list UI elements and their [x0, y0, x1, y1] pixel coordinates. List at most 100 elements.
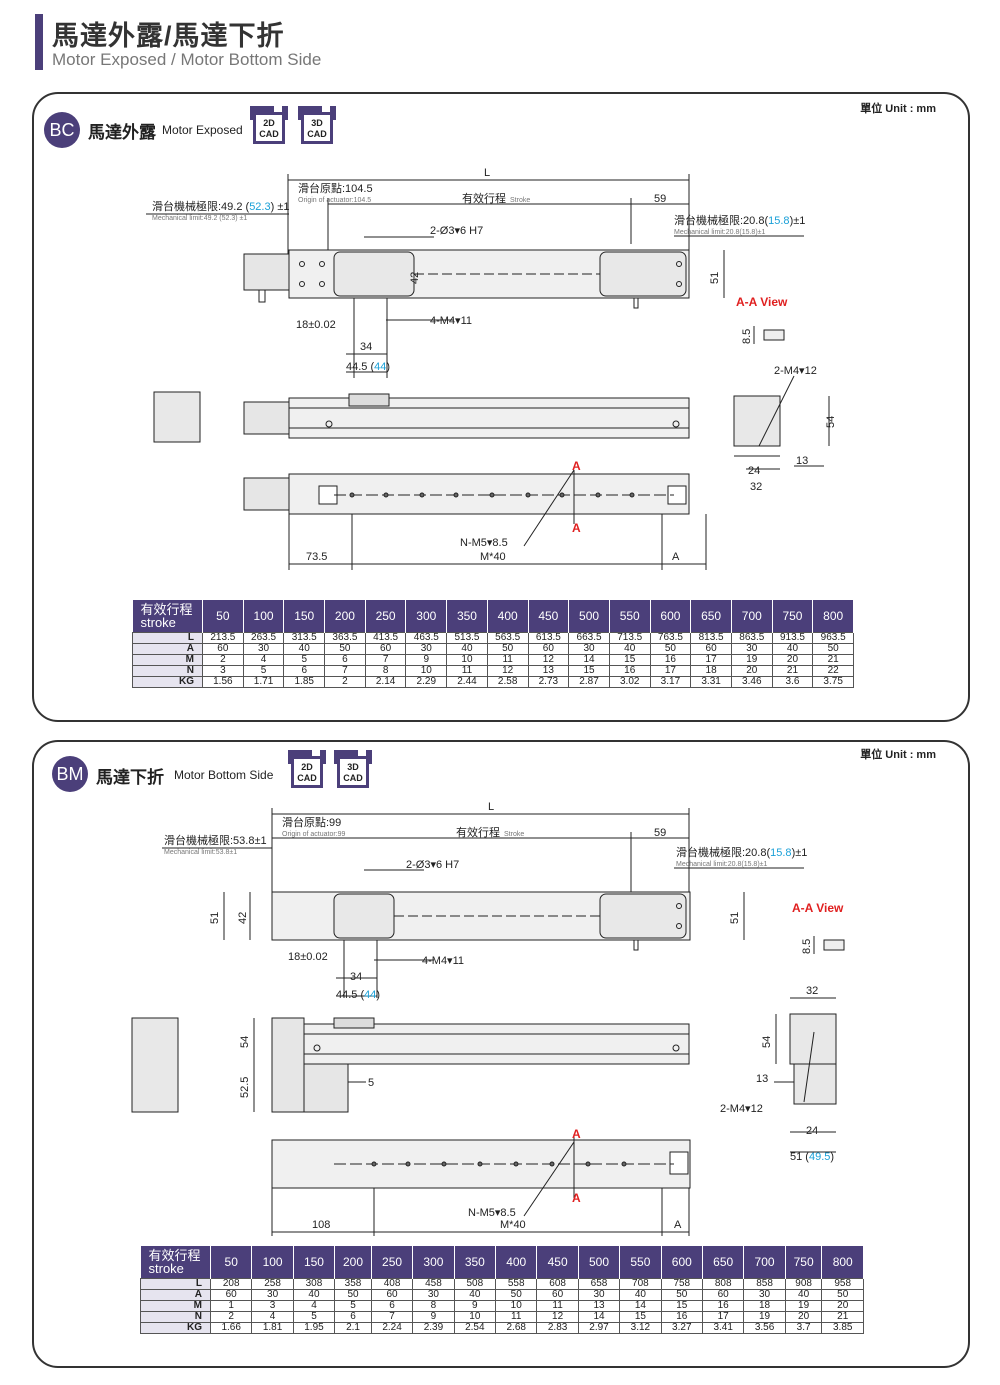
dim-origin-en: Origin of actuator:104.5	[298, 197, 371, 204]
table-cell: 40	[446, 642, 488, 655]
table-header-en: stroke	[148, 1260, 184, 1276]
table-cell: 1.95	[292, 1321, 336, 1334]
stroke-col: 200	[324, 600, 366, 632]
unit-label: 單位 Unit : mm	[860, 103, 936, 115]
table-header-zh: 有效行程	[140, 601, 193, 617]
table-cell: 3.75	[812, 675, 854, 688]
row-header: N	[140, 1310, 211, 1323]
table-cell: 40	[292, 1288, 336, 1301]
table-cell: 808	[701, 1277, 745, 1290]
dim-32: 32	[806, 985, 818, 997]
table-cell: 6	[283, 664, 326, 677]
table-cell: 50	[812, 642, 854, 655]
table-cell: 16	[701, 1299, 745, 1312]
table-header-zh: 有效行程	[148, 1247, 201, 1263]
table-cell: 4	[251, 1310, 294, 1323]
table-cell: 17	[701, 1310, 745, 1323]
dim-44-5-text: 44.5 (	[336, 989, 364, 1001]
row-header: N	[132, 664, 203, 677]
section-title-zh: 馬達外露	[88, 123, 156, 142]
mech-limit-left-en: Mechanical limit:53.8±1	[164, 849, 237, 856]
stroke-col: 800	[821, 1246, 864, 1278]
section-mark-a: A	[572, 1127, 581, 1141]
dim-51-b: 51 (49.5)	[790, 1151, 834, 1163]
table-cell: 208	[209, 1277, 253, 1290]
mech-limit-left-text: 滑台機械極限:49.2 (	[152, 199, 250, 213]
dim-a: A	[674, 1219, 682, 1231]
table-cell: 3	[202, 664, 244, 677]
stroke-col: 600	[661, 1246, 703, 1278]
table-cell: 508	[453, 1277, 497, 1290]
table-cell: 50	[486, 642, 529, 655]
table-cell: 5	[283, 653, 326, 666]
table-cell: 913.5	[771, 631, 814, 644]
dim-13: 13	[796, 455, 808, 467]
dim-a: A	[672, 551, 680, 563]
table-cell: 3.6	[771, 675, 814, 688]
table-cell: 22	[812, 664, 854, 677]
table-cell: 3.56	[743, 1321, 786, 1334]
dim-origin: 滑台原點:104.5	[298, 181, 373, 195]
dim-54: 54	[761, 1036, 773, 1048]
table-cell: 563.5	[486, 631, 529, 644]
table-cell: 12	[527, 653, 570, 666]
cad-label: 3D	[311, 118, 323, 128]
table-cell: 60	[370, 1288, 414, 1301]
table-header-en: stroke	[140, 614, 176, 630]
table-cell: 40	[771, 642, 814, 655]
section-motor-bottom-side: 單位 Unit : mm BM 馬達下折 Motor Bottom Side 2…	[32, 740, 970, 1368]
table-cell: 50	[334, 1288, 372, 1301]
table-cell: 17	[690, 653, 732, 666]
dim-51: 51	[729, 912, 741, 924]
dim-hole: 2-Ø3▾6 H7	[406, 859, 459, 871]
dim-tap-2: 2-M4▾12	[720, 1103, 763, 1115]
table-cell: 408	[370, 1277, 414, 1290]
stroke-col: 200	[334, 1246, 372, 1278]
table-cell: 908	[784, 1277, 823, 1290]
table-cell: 9	[453, 1299, 497, 1312]
table-cell: 1.81	[251, 1321, 294, 1334]
dim-51-b-text: 51 (	[790, 1151, 809, 1163]
table-cell: 458	[412, 1277, 455, 1290]
section-title-zh: 馬達下折	[96, 768, 164, 787]
table-cell: 14	[568, 653, 610, 666]
table-cell: 3.31	[690, 675, 732, 688]
table-cell: 11	[536, 1299, 579, 1312]
stroke-col: 300	[412, 1246, 455, 1278]
mech-limit-right-en: Mechanical limit:20.8(15.8)±1	[674, 229, 765, 236]
table-cell: 4	[292, 1299, 336, 1312]
dim-13: 13	[756, 1073, 768, 1085]
table-cell: 3	[251, 1299, 294, 1312]
table-cell: 9	[412, 1310, 455, 1323]
table-cell: 13	[527, 664, 570, 677]
stroke-col: 100	[243, 600, 285, 632]
dim-8-5: 8.5	[741, 329, 753, 344]
table-cell: 19	[784, 1299, 823, 1312]
aa-view-label: A-A View	[792, 901, 844, 915]
stroke-col: 500	[578, 1246, 621, 1278]
table-cell: 16	[649, 653, 692, 666]
table-cell: 213.5	[202, 631, 244, 644]
table-cell: 2.24	[370, 1321, 414, 1334]
cad-label: CAD	[343, 773, 363, 783]
table-cell: 3.7	[784, 1321, 823, 1334]
dim-stroke: 有效行程	[456, 825, 500, 839]
mech-limit-right-tail: )±1	[792, 847, 808, 859]
stroke-col: 450	[528, 600, 570, 632]
stroke-col: 250	[365, 600, 407, 632]
mech-limit-right-text: 滑台機械極限:20.8(	[674, 213, 768, 227]
dim-L: L	[484, 167, 490, 179]
mech-limit-right-en: Mechanical limit:20.8(15.8)±1	[676, 861, 767, 868]
table-cell: 713.5	[608, 631, 651, 644]
table-cell: 30	[730, 642, 773, 655]
aa-view-label: A-A View	[736, 295, 788, 309]
table-cell: 40	[453, 1288, 497, 1301]
